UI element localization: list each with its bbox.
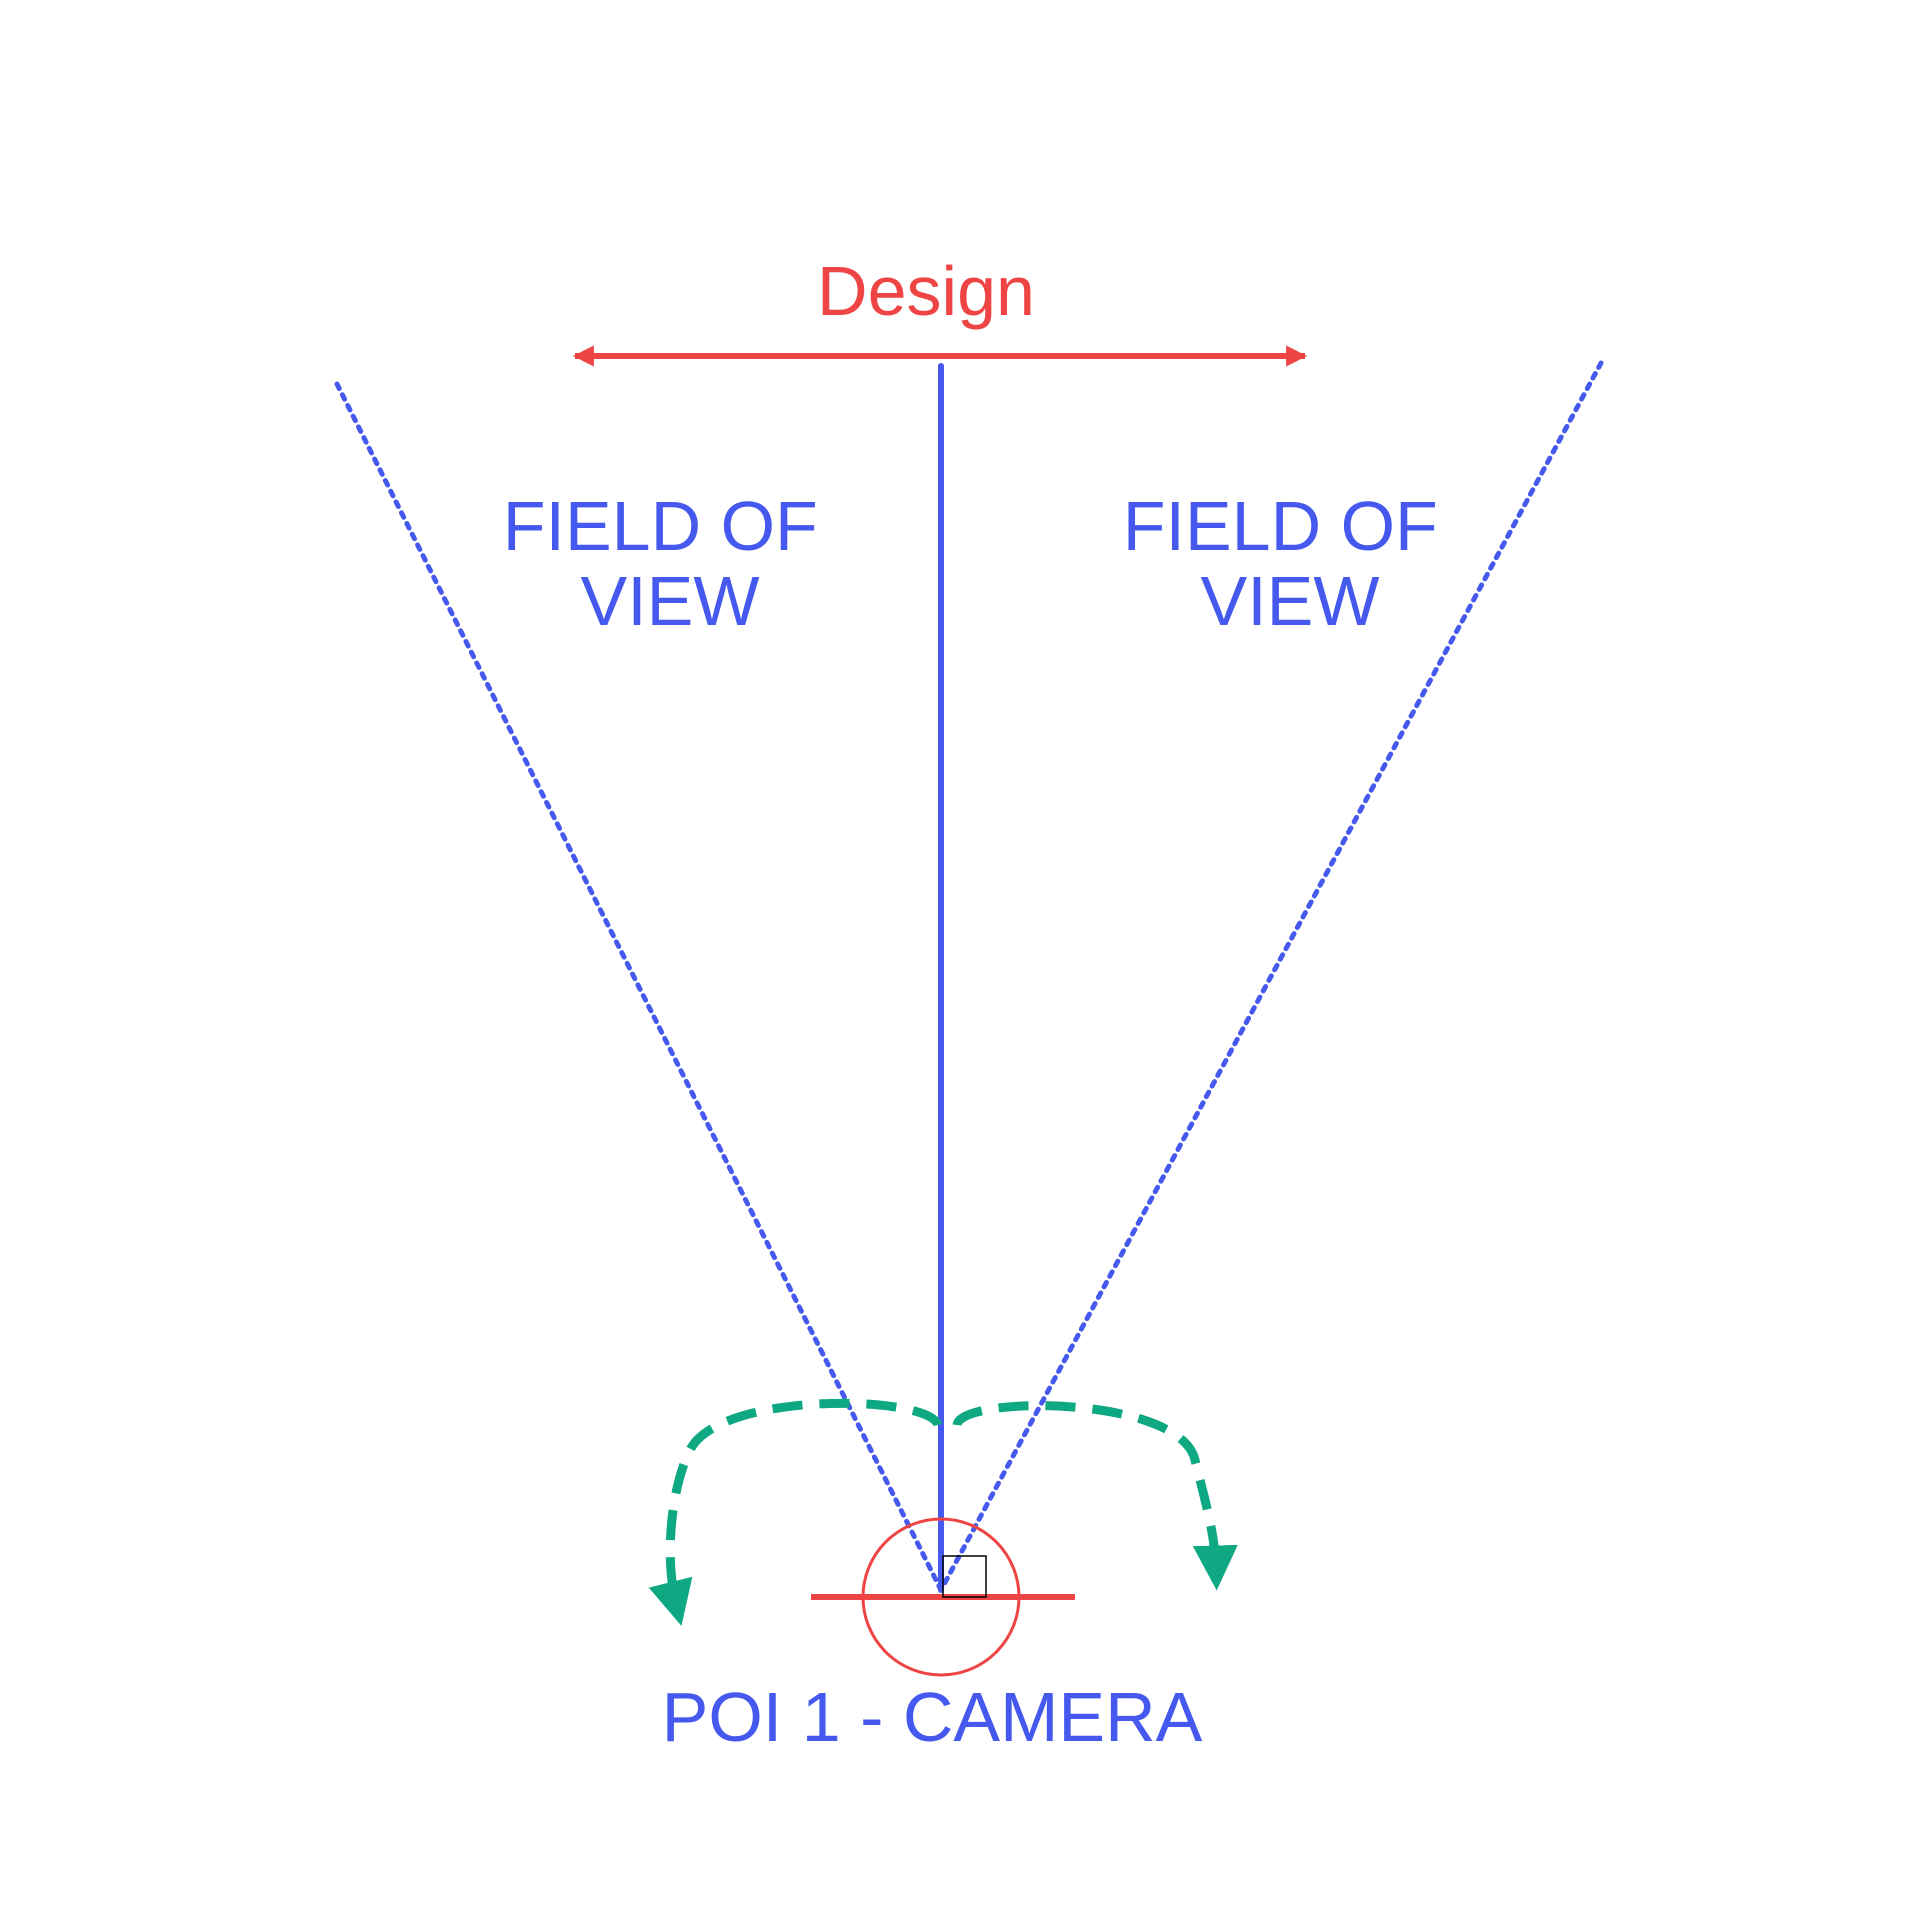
camera-label: POI 1 - CAMERA: [662, 1678, 1203, 1756]
right-angle-marker: [942, 1555, 987, 1598]
fov-right-label-line2: VIEW: [1201, 562, 1380, 640]
rotate-right-arrow: [952, 1401, 1238, 1591]
fov-right-label-line1: FIELD OF: [1123, 487, 1438, 565]
design-label: Design: [817, 252, 1035, 330]
fov-left-label-line1: FIELD OF: [503, 487, 818, 565]
fov-right-boundary: [938, 360, 1604, 1593]
rotate-left-arrow: [648, 1398, 943, 1626]
fov-right-label: FIELD OF VIEW: [1123, 487, 1458, 640]
fov-left-label: FIELD OF VIEW: [503, 487, 838, 640]
fov-left-boundary: [334, 381, 944, 1593]
fov-left-label-line2: VIEW: [581, 562, 760, 640]
